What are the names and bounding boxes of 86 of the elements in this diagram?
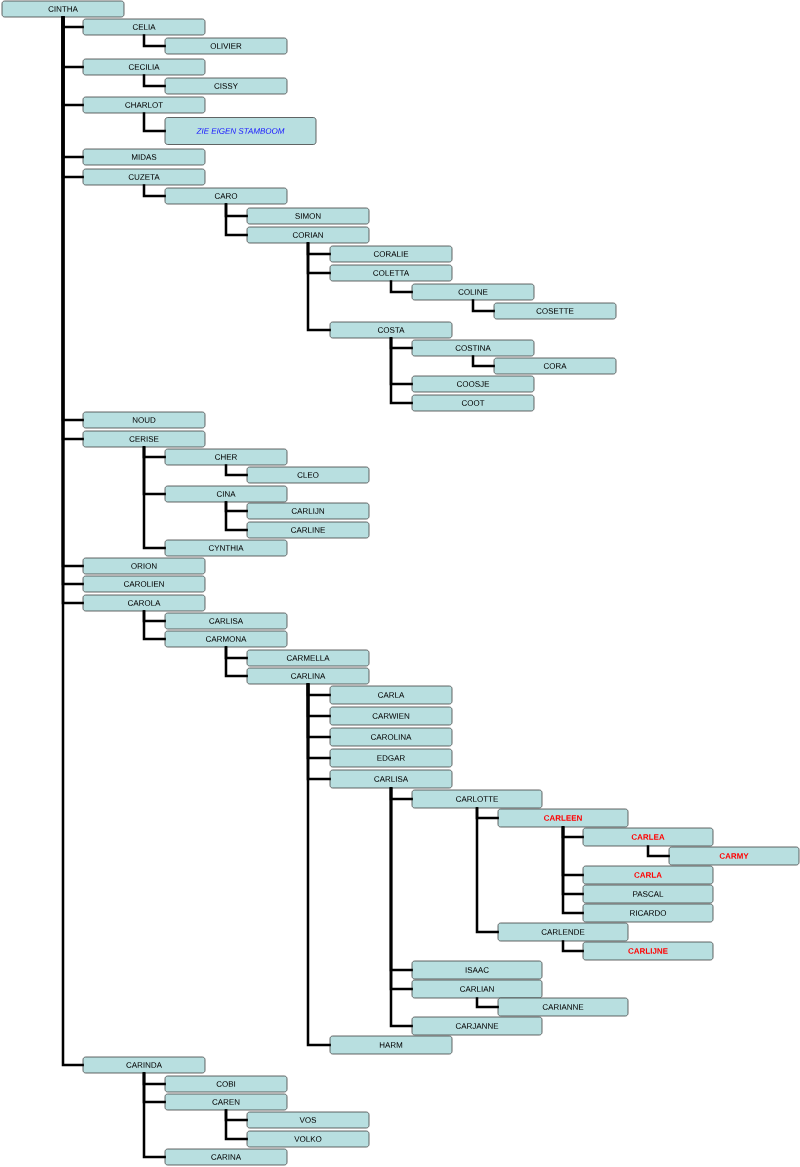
- tree-connector: [224, 646, 248, 678]
- name-box: CARLIJN: [246, 502, 370, 520]
- name-box: NOUD: [82, 411, 206, 429]
- name-box: COSETTE: [493, 302, 617, 320]
- name-box: CHER: [164, 448, 288, 466]
- tree-connector: [142, 446, 166, 550]
- name-box: EDGAR: [329, 748, 453, 768]
- name-box: CORALIE: [329, 245, 453, 263]
- name-box: PASCAL: [582, 884, 714, 904]
- name-box: CAROLINA: [329, 727, 453, 747]
- name-box: RICARDO: [582, 903, 714, 923]
- name-box: CERISE: [82, 430, 206, 448]
- name-box: CORIAN: [246, 226, 370, 244]
- name-box: OLIVIER: [164, 37, 288, 55]
- name-box: VOS: [246, 1111, 370, 1129]
- name-box: ORION: [82, 557, 206, 575]
- tree-connector: [306, 683, 331, 1047]
- name-box: COLETTA: [329, 264, 453, 282]
- tree-connector: [224, 1109, 248, 1141]
- name-box: COBI: [164, 1075, 288, 1093]
- name-box: CINA: [164, 485, 288, 503]
- name-box: CARLA: [582, 865, 714, 885]
- name-box: CAREN: [164, 1093, 288, 1111]
- name-box: CARINDA: [82, 1056, 206, 1074]
- name-box: HARM: [329, 1035, 453, 1055]
- name-box: CARLEEN: [497, 808, 629, 828]
- name-box: COLINE: [411, 283, 535, 301]
- name-box: CAROLIEN: [82, 575, 206, 593]
- name-box: CARLISA: [164, 612, 288, 630]
- name-box: CARMONA: [164, 630, 288, 648]
- name-box: CARJANNE: [411, 1016, 543, 1036]
- name-box: CARLIAN: [411, 979, 543, 999]
- name-box: CYNTHIA: [164, 539, 288, 557]
- name-box: CUZETA: [82, 168, 206, 186]
- name-box: CHARLOT: [82, 96, 206, 114]
- name-box: CECILIA: [82, 58, 206, 76]
- name-box: CARMELLA: [246, 649, 370, 667]
- tree-connector: [224, 501, 248, 532]
- tree-connector: [646, 845, 670, 858]
- tree-connector: [471, 355, 495, 368]
- tree-connector: [389, 787, 413, 1028]
- tree-connector: [471, 299, 495, 313]
- tree-connector: [142, 74, 166, 88]
- tree-connector: [475, 997, 499, 1009]
- name-box: VOLKO: [246, 1130, 370, 1148]
- name-box: CISSY: [164, 77, 288, 95]
- name-box: CARLISA: [329, 769, 453, 789]
- name-box: ISAAC: [411, 960, 543, 980]
- name-box: CARO: [164, 187, 288, 205]
- name-box: COOSJE: [411, 375, 535, 393]
- name-box: CARLIJNE: [582, 941, 714, 961]
- name-box: CARLA: [329, 685, 453, 705]
- name-box: COSTA: [329, 321, 453, 339]
- name-box: CLEO: [246, 466, 370, 484]
- name-box: COSTINA: [411, 339, 535, 357]
- name-box: SIMON: [246, 207, 370, 225]
- name-box: CORA: [493, 357, 617, 375]
- tree-connector: [224, 203, 248, 237]
- name-box: MIDAS: [82, 148, 206, 166]
- tree-connector: [142, 112, 166, 133]
- name-box: CARMY: [668, 846, 800, 866]
- tree-connector: [561, 826, 584, 915]
- tree-connector: [561, 940, 584, 953]
- tree-connector: [475, 807, 499, 934]
- name-box: CARINA: [164, 1148, 288, 1166]
- tree-connector: [142, 34, 166, 48]
- name-box: CINTHA: [1, 0, 125, 18]
- tree-connector: [389, 280, 413, 294]
- tree-connector: [142, 610, 166, 641]
- name-box: CARLEA: [582, 827, 714, 847]
- tree-connector: [389, 337, 413, 405]
- name-box: COOT: [411, 394, 535, 412]
- tree-connector: [142, 184, 166, 198]
- name-box: CARLINA: [246, 667, 370, 685]
- name-box: CARLINE: [246, 521, 370, 539]
- name-box: CARWIEN: [329, 706, 453, 726]
- name-box: CARLOTTE: [411, 789, 543, 809]
- name-box: CARIANNE: [497, 997, 629, 1017]
- tree-connector: [61, 16, 84, 1067]
- name-box: CELIA: [82, 18, 206, 36]
- name-box: CAROLA: [82, 594, 206, 612]
- tree-connector: [142, 1072, 166, 1159]
- tree-connector: [224, 464, 248, 477]
- name-box: ZIE EIGEN STAMBOOM: [164, 117, 317, 145]
- tree-connector: [306, 242, 331, 332]
- name-box: CARLENDE: [497, 922, 629, 942]
